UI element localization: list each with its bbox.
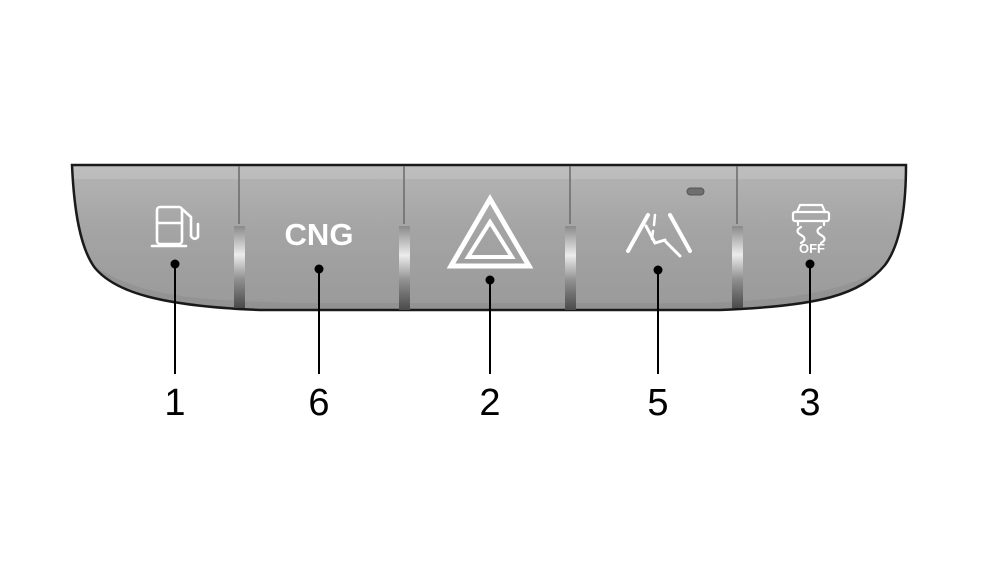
off-label: OFF xyxy=(799,241,825,256)
separator-groove xyxy=(565,226,576,310)
callout-5: 5 xyxy=(647,382,668,424)
cng-button[interactable]: CNG xyxy=(285,217,354,252)
panel-body xyxy=(72,165,906,310)
hazard-button[interactable] xyxy=(446,194,534,269)
callout-2: 2 xyxy=(479,382,500,424)
fuel-pump-icon xyxy=(150,205,200,248)
callout-3: 3 xyxy=(799,382,820,424)
leader-dot-3 xyxy=(805,259,815,269)
fuel-button[interactable] xyxy=(150,205,200,248)
lane-assist-icon xyxy=(626,213,692,258)
leader-dot-2 xyxy=(485,275,495,285)
callout-leaders xyxy=(170,259,815,374)
separator-groove xyxy=(399,226,410,310)
callout-6: 6 xyxy=(308,382,329,424)
panel-outline xyxy=(70,163,908,312)
separator-groove xyxy=(732,226,743,308)
cng-label: CNG xyxy=(285,217,354,252)
leader-dot-1 xyxy=(170,259,180,269)
indicator-led xyxy=(686,187,705,196)
button-separators xyxy=(234,166,743,310)
hazard-triangle-icon xyxy=(446,194,534,269)
lane-assist-button[interactable] xyxy=(626,187,705,258)
traction-control-off-icon xyxy=(791,203,831,245)
callout-numbers: 1 6 2 5 3 xyxy=(164,382,820,424)
traction-control-button[interactable]: OFF xyxy=(791,203,831,256)
separator-groove xyxy=(234,226,245,308)
leader-dot-6 xyxy=(314,264,324,274)
leader-dot-5 xyxy=(653,265,663,275)
callout-1: 1 xyxy=(164,382,185,424)
panel-top-bevel xyxy=(72,165,906,179)
